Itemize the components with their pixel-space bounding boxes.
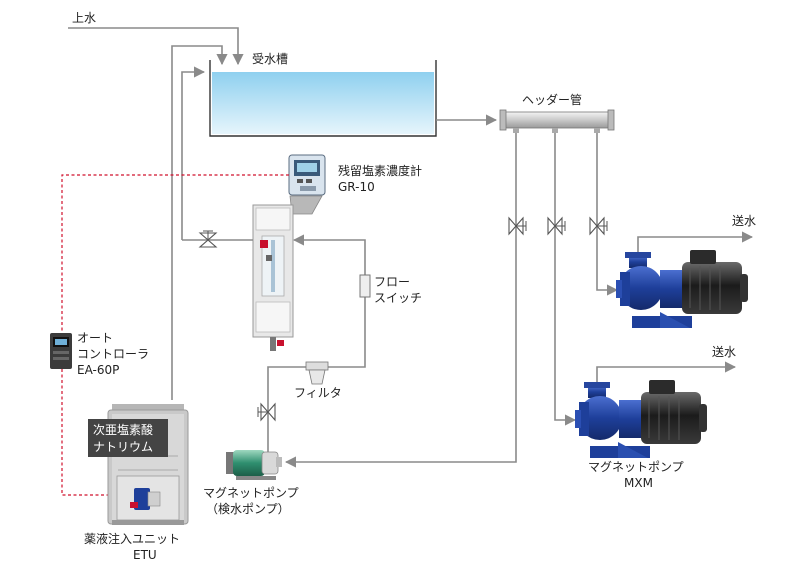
header-label: ヘッダー管 bbox=[522, 92, 582, 107]
mxm-pump-lower bbox=[575, 380, 707, 458]
mxm-label-line2: MXM bbox=[624, 476, 653, 490]
signal-line-etu bbox=[61, 369, 125, 499]
return-line-etu bbox=[171, 45, 228, 400]
sample-line-to-analyzer bbox=[292, 234, 366, 368]
mxm-label-line1: マグネットポンプ bbox=[588, 460, 684, 474]
sample-magnet-pump bbox=[226, 450, 282, 480]
tank-label: 受水槽 bbox=[252, 52, 288, 66]
chemical-label-line1: 次亜塩素酸 bbox=[93, 422, 153, 437]
supply-line-lower bbox=[596, 361, 737, 382]
analyzer-label-line1: 残留塩素濃度計 bbox=[338, 163, 422, 178]
inlet-label: 上水 bbox=[72, 11, 96, 25]
header-pipe bbox=[499, 109, 615, 133]
mxm-pump-upper bbox=[616, 250, 748, 328]
filter-label: フィルタ bbox=[294, 386, 342, 400]
signal-line-analyzer bbox=[61, 174, 289, 333]
inlet-line bbox=[68, 27, 244, 66]
auto-controller bbox=[50, 333, 72, 369]
supply-label-lower: 送水 bbox=[712, 344, 736, 359]
etu-label-line2: ETU bbox=[133, 548, 157, 562]
return-line-analyzer bbox=[181, 66, 206, 240]
sample-pump-label-line1: マグネットポンプ bbox=[203, 486, 299, 500]
branch-line-mxm-upper bbox=[596, 133, 619, 296]
controller-label-line2: コントローラ bbox=[77, 347, 149, 361]
flow-switch bbox=[359, 274, 371, 298]
branch-line-mxm-lower bbox=[554, 133, 577, 426]
analyzer-label-line2: GR-10 bbox=[338, 180, 375, 194]
chemical-label-line2: ナトリウム bbox=[93, 440, 153, 454]
chlorine-analyzer bbox=[252, 154, 326, 351]
controller-label-line3: EA-60P bbox=[77, 363, 119, 377]
controller-label-line1: オート bbox=[77, 331, 113, 345]
chemical-label-box: 次亜塩素酸 ナトリウム bbox=[88, 419, 168, 457]
valve-icon[interactable] bbox=[589, 216, 608, 236]
flow-switch-label-line2: スイッチ bbox=[374, 291, 422, 305]
flow-switch-label-line1: フロー bbox=[374, 275, 410, 289]
valve-icon[interactable] bbox=[257, 402, 276, 422]
supply-label-upper: 送水 bbox=[732, 213, 756, 228]
receiving-tank bbox=[209, 60, 437, 137]
valve-icon[interactable] bbox=[508, 216, 527, 236]
valve-icon[interactable] bbox=[198, 230, 218, 248]
filter bbox=[305, 361, 329, 385]
branch-line-sample bbox=[284, 133, 517, 468]
sample-pump-label-line2: （検水ポンプ） bbox=[206, 502, 290, 516]
supply-line-upper bbox=[637, 231, 754, 252]
valve-icon[interactable] bbox=[547, 216, 566, 236]
etu-label-line1: 薬液注入ユニット bbox=[84, 531, 180, 546]
